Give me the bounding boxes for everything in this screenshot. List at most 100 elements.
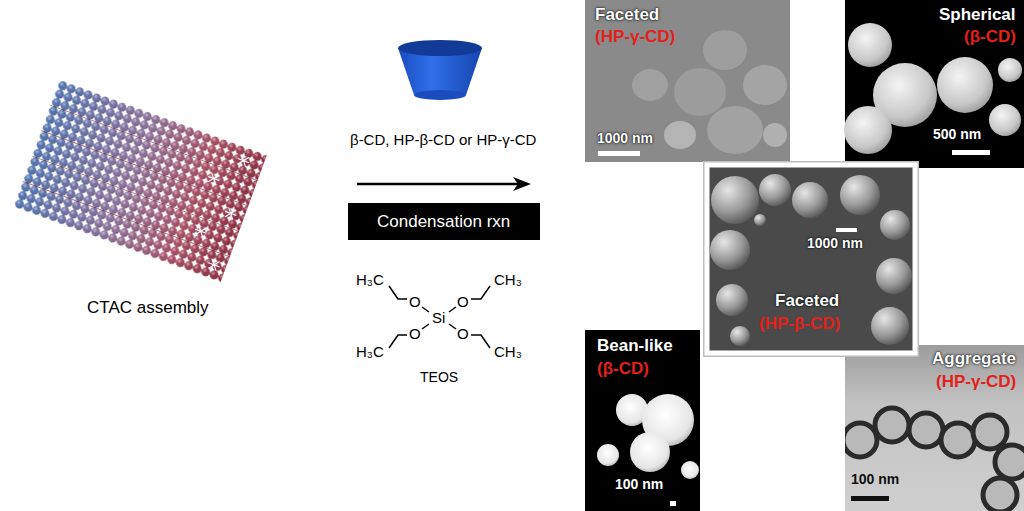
cyclodextrin-label: (HP-β-CD) [759, 314, 840, 334]
cyclodextrin-cup [414, 90, 466, 100]
sem-image [711, 176, 759, 224]
atom-label: O [409, 325, 421, 342]
micelle-bundle [23, 105, 257, 256]
cyclodextrin-label: (β-CD) [597, 359, 649, 379]
tem-image [909, 413, 943, 447]
micelle-bundle [42, 131, 249, 206]
teos-bonds [471, 335, 490, 348]
morphology-label: Bean-like [597, 336, 673, 356]
atom-label: O [457, 325, 469, 342]
atom-label: H₃C [356, 271, 384, 288]
micelle-bundle [14, 80, 267, 282]
sem-image [703, 30, 747, 70]
tem-image [851, 496, 889, 501]
tem-image [845, 408, 1024, 511]
image-panel: 1000 nm Faceted (HP-β-CD) [707, 165, 915, 353]
micelle-bundle [32, 156, 239, 231]
sem-image [876, 258, 912, 294]
atom-label: Si [432, 309, 445, 326]
micelle-bundle [223, 207, 238, 221]
sem-image [792, 182, 828, 218]
tem-image [973, 415, 1007, 449]
tem-image [681, 461, 699, 479]
micelle-bundle [23, 181, 230, 256]
atom-label: O [409, 293, 421, 310]
sem-image [703, 161, 919, 357]
micelle-bundle [51, 105, 258, 180]
sem-image [759, 174, 791, 206]
sem-image [836, 228, 857, 232]
sem-image [707, 165, 915, 353]
tem-image [875, 408, 909, 442]
sem-image [952, 150, 990, 155]
tem-image [585, 330, 700, 511]
morphology-label: Aggregate [932, 349, 1016, 369]
scale-label: 1000 nm [807, 235, 863, 251]
tem-image [630, 432, 670, 472]
sem-image [743, 65, 787, 105]
cyclodextrin-label: (β-CD) [964, 27, 1016, 47]
sem-image [844, 0, 1024, 168]
reagent-label: β-CD, HP-β-CD or HP-γ-CD [350, 131, 536, 148]
cyclodextrin-cup [398, 40, 482, 56]
tem-image [941, 423, 975, 457]
sem-image [703, 161, 919, 357]
sem-image [848, 23, 892, 67]
image-panel: Faceted(HP-γ-CD)1000 nm [585, 0, 790, 162]
morphology-label: Faceted [775, 291, 839, 311]
micelle-bundle [193, 225, 208, 239]
teos-bonds [422, 307, 429, 312]
sem-image [674, 68, 726, 116]
cyclodextrin-cup [398, 40, 482, 100]
tem-image [597, 444, 619, 466]
sem-image [585, 0, 790, 162]
sem-image [710, 230, 750, 270]
morphology-label: Spherical [939, 5, 1016, 25]
reaction-arrow [357, 177, 531, 191]
sem-image [845, 0, 1024, 168]
image-panel: Bean-like (β-CD) 100 nm [585, 330, 700, 511]
sem-image [871, 307, 909, 345]
morphology-label: Faceted [595, 5, 659, 25]
scale-label: 100 nm [615, 476, 663, 492]
sem-image [937, 57, 993, 113]
tem-image [670, 501, 676, 506]
sem-image [730, 326, 750, 346]
sem-image [840, 175, 880, 215]
atom-label: CH₃ [494, 271, 522, 288]
tem-image [845, 345, 1024, 511]
sem-image [754, 214, 766, 226]
reaction-arrow [513, 177, 531, 191]
atom-label: O [457, 293, 469, 310]
scale-label: 500 nm [933, 126, 981, 142]
micelle-bundle [236, 154, 251, 168]
tem-image [995, 445, 1024, 479]
micelle-bundle [207, 258, 222, 272]
tem-image [585, 330, 700, 511]
atom-label: H₃C [356, 343, 384, 360]
sem-image [880, 210, 910, 240]
sem-image [716, 284, 748, 316]
scale-label: 100 nm [851, 471, 899, 487]
scale-label: 1000 nm [597, 130, 653, 146]
sem-image [763, 123, 787, 147]
image-panel: Aggregate(HP-γ-CD)100 nm [845, 345, 1024, 511]
micelle-bundle [14, 80, 267, 282]
reaction-arrow [357, 183, 518, 186]
teos-bonds [389, 286, 490, 348]
teos-bonds [389, 286, 407, 299]
image-panel: Spherical(β-CD) 500 nm [845, 0, 1024, 168]
tem-image [845, 423, 877, 457]
sem-image [998, 58, 1022, 82]
sem-image [598, 151, 640, 156]
atom-label: CH₃ [494, 343, 522, 360]
micelle-bundle [179, 146, 259, 271]
sem-image [707, 106, 763, 154]
micelle-bundle [14, 80, 267, 282]
tem-image [983, 478, 1017, 511]
sem-image [632, 69, 668, 101]
sem-image [664, 121, 696, 149]
teos-bonds [422, 324, 429, 329]
